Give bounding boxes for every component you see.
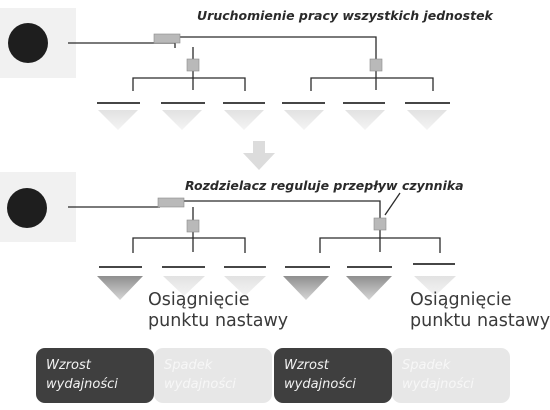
refnet-joint-icon <box>186 219 200 233</box>
airflow-arrow-icon <box>224 110 264 130</box>
setpoint-label-right-line1: Osiągnięcie <box>410 290 512 310</box>
badge-line1: Spadek <box>402 358 451 373</box>
top-airflow-arrows <box>98 110 447 130</box>
airflow-arrow-icon <box>283 276 329 300</box>
airflow-arrow-icon <box>407 110 447 130</box>
refnet-joint-icon <box>153 33 181 44</box>
badge-line1: Spadek <box>164 358 213 373</box>
setpoint-label-left-line2: punktu nastawy <box>148 311 289 331</box>
airflow-arrow-icon <box>163 276 205 296</box>
airflow-arrow-icon <box>284 110 324 130</box>
top-system <box>0 8 450 130</box>
transition-arrow-icon <box>243 141 275 170</box>
capacity-increase-badge: Wzrost wydajności <box>274 348 392 403</box>
refnet-joint-icon <box>373 217 387 231</box>
capacity-increase-badge: Wzrost wydajności <box>36 348 154 403</box>
airflow-arrow-icon <box>224 276 266 296</box>
top-caption: Uruchomienie pracy wszystkich jednostek <box>197 8 493 23</box>
bottom-indoor-units <box>99 263 455 268</box>
capacity-decrease-badge: Spadek wydajności <box>154 348 272 403</box>
airflow-arrow-icon <box>97 276 143 300</box>
setpoint-label-left-line1: Osiągnięcie <box>148 290 250 310</box>
airflow-arrow-icon <box>346 276 392 300</box>
badge-line2: wydajności <box>284 377 356 392</box>
badge-line2: wydajności <box>164 377 236 392</box>
outdoor-unit-icon <box>0 8 76 78</box>
setpoint-label-right: Osiągnięcie punktu nastawy <box>410 290 550 332</box>
bottom-airflow-arrows <box>97 276 456 300</box>
airflow-arrow-icon <box>162 110 202 130</box>
airflow-arrow-icon <box>414 276 456 296</box>
badge-line1: Wzrost <box>284 358 329 373</box>
middle-caption: Rozdzielacz reguluje przepływ czynnika <box>185 178 464 193</box>
refnet-joint-icon <box>369 58 383 72</box>
bottom-branch-joints <box>157 197 387 233</box>
badge-line2: wydajności <box>402 377 474 392</box>
top-branch-joints <box>153 33 383 72</box>
badge-line2: wydajności <box>46 377 118 392</box>
outdoor-unit-icon <box>0 172 76 242</box>
bottom-system <box>0 172 456 300</box>
bottom-pipe-network <box>68 192 441 253</box>
setpoint-label-left: Osiągnięcie punktu nastawy <box>148 290 288 332</box>
refnet-joint-icon <box>186 58 200 72</box>
refnet-joint-icon <box>157 197 185 208</box>
badge-line1: Wzrost <box>46 358 91 373</box>
airflow-arrow-icon <box>345 110 385 130</box>
airflow-arrow-icon <box>98 110 138 130</box>
capacity-decrease-badge: Spadek wydajności <box>392 348 510 403</box>
setpoint-label-right-line2: punktu nastawy <box>410 311 550 331</box>
